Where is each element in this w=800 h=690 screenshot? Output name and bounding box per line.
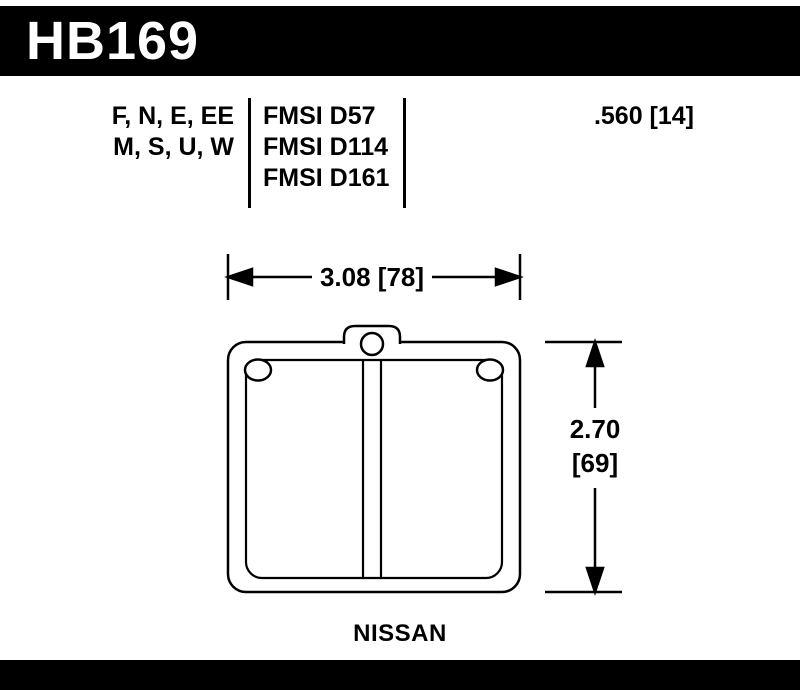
fmsi-item-2: FMSI D114	[263, 133, 389, 161]
pad-thickness-value: .560 [14]	[593, 102, 694, 130]
friction-material-outline	[244, 358, 504, 580]
pad-outline	[226, 324, 522, 594]
width-dimension	[224, 254, 524, 300]
application-label: NISSAN	[353, 620, 447, 647]
part-number: HB169	[26, 11, 200, 71]
table-divider-left	[248, 98, 251, 208]
fmsi-item-1: FMSI D57	[263, 102, 376, 130]
arrowhead-right-icon	[494, 267, 524, 287]
left-mounting-hole	[243, 358, 273, 382]
compound-row-2: M, S, U, W	[113, 133, 234, 161]
arrowhead-down-icon	[585, 566, 605, 596]
center-slot	[361, 361, 383, 577]
fmsi-item-3: FMSI D161	[263, 164, 390, 192]
arrowhead-left-icon	[224, 267, 254, 287]
fmsi-list: FMSI D57 FMSI D114 FMSI D161	[251, 98, 403, 208]
table-divider-right	[403, 98, 406, 208]
arrowhead-up-icon	[585, 338, 605, 368]
right-mounting-hole	[475, 358, 505, 382]
height-dimension	[545, 338, 622, 596]
width-dimension-label: 3.08 [78]	[320, 262, 424, 292]
backing-plate	[226, 340, 522, 594]
brake-pad-diagram: 3.08 [78] 2.70 [69]	[224, 254, 622, 596]
footer-bar	[0, 660, 800, 690]
compound-row-1: F, N, E, EE	[111, 102, 234, 130]
compound-codes: F, N, E, EE M, S, U, W	[0, 98, 248, 208]
height-dimension-label-inches: 2.70	[570, 414, 621, 444]
height-dimension-label-mm: [69]	[572, 448, 618, 478]
header-bar: HB169	[0, 6, 800, 76]
spec-table: F, N, E, EE M, S, U, W FMSI D57 FMSI D11…	[0, 98, 704, 208]
tab-hole	[359, 331, 385, 357]
